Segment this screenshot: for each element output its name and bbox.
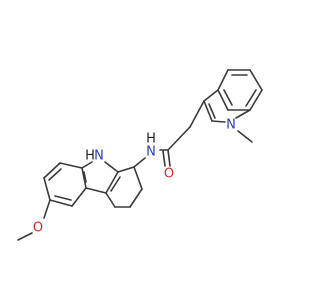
bond xyxy=(105,192,116,208)
indole-nitrogen-label: N xyxy=(226,118,236,133)
bond xyxy=(249,89,263,111)
bonds xyxy=(17,69,263,241)
methoxy-oxygen-label: O xyxy=(33,221,43,236)
double-bond-inner xyxy=(223,89,233,106)
bond xyxy=(105,171,119,194)
bond xyxy=(249,69,263,91)
bond xyxy=(133,166,143,190)
bond xyxy=(203,89,219,102)
bond xyxy=(43,177,51,201)
bond xyxy=(203,100,213,122)
bond xyxy=(71,187,87,207)
carbonyl-oxygen-label: O xyxy=(164,167,174,182)
carbonyl-double-bond xyxy=(167,149,171,167)
n-methyl-bond xyxy=(237,130,253,143)
bond xyxy=(211,120,226,123)
double-bond-inner xyxy=(208,103,216,119)
bond xyxy=(43,199,51,219)
molecule-diagram: N N H N H O O xyxy=(17,69,263,241)
bond xyxy=(217,89,229,111)
double-bond-inner xyxy=(48,168,62,181)
double-bond-inner xyxy=(110,176,121,192)
bond xyxy=(59,162,83,169)
bond xyxy=(235,109,251,119)
double-bond-inner xyxy=(245,89,257,107)
atom-labels: N N H N H O O xyxy=(33,118,236,236)
bond xyxy=(81,161,93,169)
double-bond-inner xyxy=(54,195,72,201)
bond xyxy=(17,232,33,241)
bond xyxy=(167,126,191,151)
bond xyxy=(129,188,143,208)
amide-nitrogen-label: N xyxy=(146,145,156,160)
bond xyxy=(85,187,107,194)
amide-nh-hydrogen-label: H xyxy=(146,132,156,147)
bond xyxy=(104,161,119,173)
bond xyxy=(43,162,61,179)
bond xyxy=(217,69,229,91)
double-bond-inner xyxy=(83,171,87,183)
bond xyxy=(133,157,146,168)
bond xyxy=(117,166,135,173)
carbonyl-double-bond xyxy=(162,150,166,167)
bond xyxy=(189,100,205,128)
carbazole-nitrogen-label: N xyxy=(94,149,104,164)
structure-canvas: N N H N H O O xyxy=(17,69,263,241)
bond xyxy=(81,167,87,189)
bond xyxy=(49,199,73,207)
carbazole-nh-hydrogen-label: H xyxy=(85,149,95,164)
